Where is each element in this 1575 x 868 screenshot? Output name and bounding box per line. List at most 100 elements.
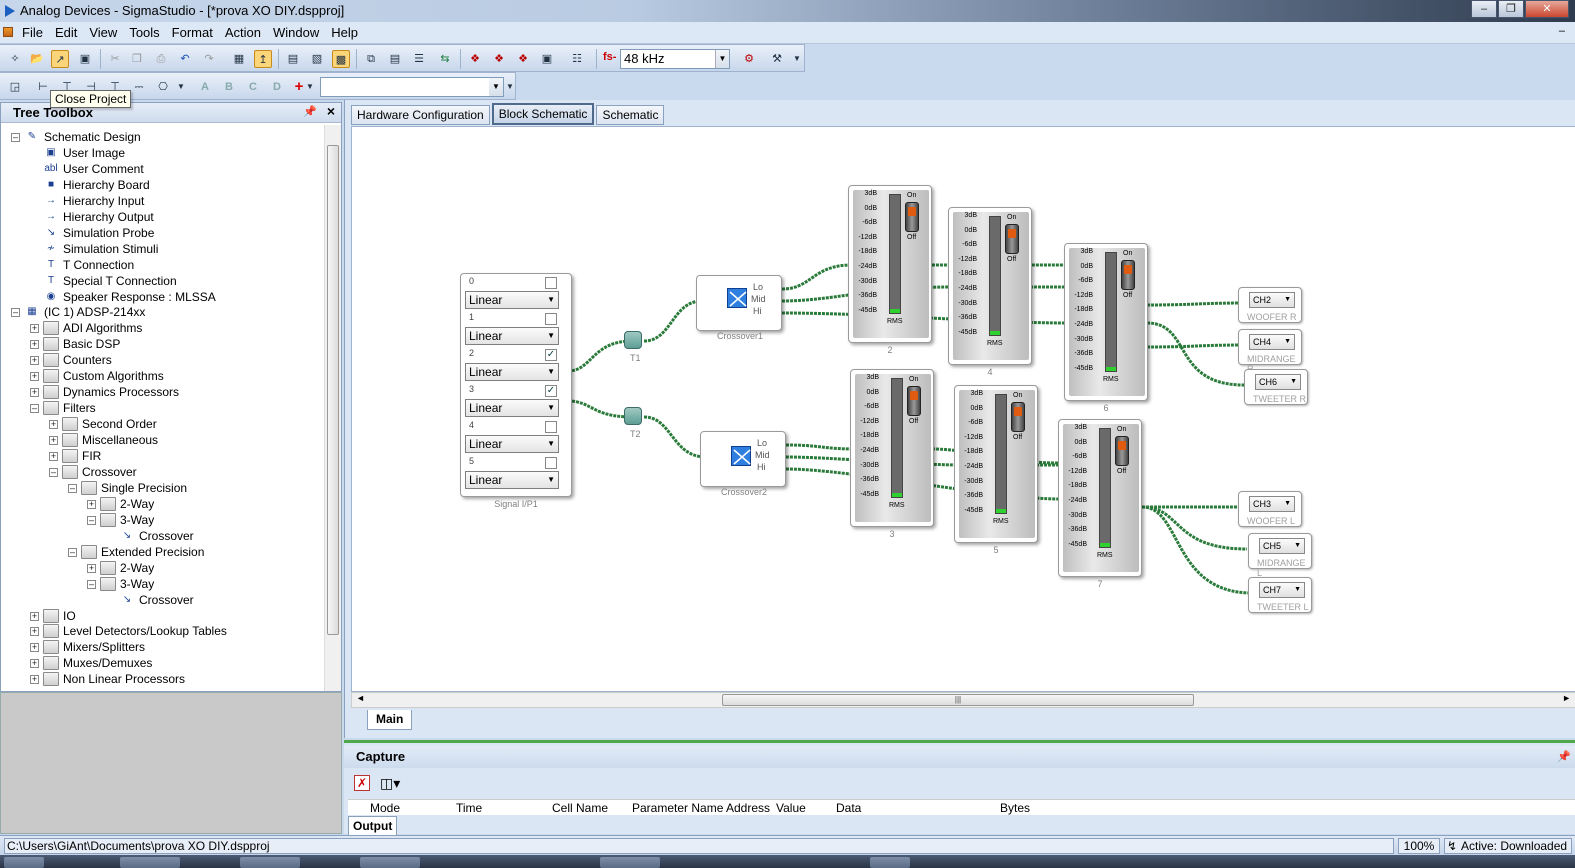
align-left-icon[interactable]: ⊢ (38, 81, 48, 93)
open-project-icon[interactable]: 📂 (30, 53, 44, 65)
taskbar-item[interactable] (870, 857, 910, 868)
channel-mode-select[interactable]: Linear▼ (465, 399, 559, 417)
meter-toggle-switch[interactable] (907, 386, 921, 416)
expand-icon[interactable]: + (30, 674, 39, 685)
canvas-horizontal-scrollbar[interactable]: ◄ ||| ► (351, 692, 1575, 708)
collapse-icon[interactable]: – (87, 514, 96, 525)
scroll-right-icon[interactable]: ► (1562, 693, 1571, 703)
save-icon[interactable]: ▣ (79, 53, 91, 65)
toolbar-options-icon[interactable]: ▼ (793, 54, 801, 63)
channel-checkbox[interactable] (545, 421, 557, 433)
menu-format[interactable]: Format (171, 25, 213, 40)
save-download-icon[interactable]: ▣ (541, 53, 553, 65)
t-connection-node[interactable] (624, 407, 642, 425)
view-capture-icon[interactable]: ▩ (332, 50, 350, 68)
collapse-icon[interactable]: – (68, 482, 77, 493)
expand-icon[interactable]: + (49, 451, 58, 461)
paste-icon[interactable]: ⎙ (156, 53, 166, 65)
taskbar-item[interactable] (360, 857, 420, 868)
output-channel-select[interactable]: CH4▼ (1249, 334, 1295, 350)
channel-mode-select[interactable]: Linear▼ (465, 471, 559, 489)
meter-toggle-switch[interactable] (1005, 224, 1019, 254)
taskbar-item[interactable] (600, 857, 660, 868)
redo-icon[interactable]: ↷ (204, 53, 214, 65)
letter-d-button[interactable]: D (273, 81, 281, 93)
menu-edit[interactable]: Edit (54, 25, 78, 40)
maximize-button[interactable]: ❐ (1498, 0, 1524, 18)
undo-icon[interactable]: ↶ (180, 53, 190, 65)
hierarchy-icon[interactable]: ◲ (9, 81, 21, 93)
expand-icon[interactable]: + (30, 323, 39, 334)
view-output-icon[interactable]: ▧ (311, 53, 323, 65)
output-block[interactable]: CH5▼MIDRANGE L (1248, 533, 1312, 578)
collapse-icon[interactable]: – (11, 307, 20, 318)
channel-mode-select[interactable]: Linear▼ (465, 435, 559, 453)
tab-hardware-configuration[interactable]: Hardware Configuration (351, 105, 490, 125)
menu-window[interactable]: Window (272, 25, 320, 40)
flow-icon[interactable]: ⇆ (440, 53, 450, 65)
channel-checkbox[interactable] (545, 457, 557, 469)
mdi-minimize-icon[interactable]: – (1558, 25, 1565, 37)
crossover-block[interactable]: Lo Mid Hi (700, 431, 786, 487)
expand-icon[interactable]: + (30, 658, 39, 669)
close-project-icon[interactable]: ↗ (51, 50, 69, 68)
columns-icon[interactable]: ◫▾ (380, 775, 401, 791)
expand-icon[interactable]: + (30, 371, 39, 382)
collapse-icon[interactable]: – (87, 578, 96, 589)
close-window-button[interactable]: ✕ (1525, 0, 1569, 18)
expand-icon[interactable]: + (49, 435, 58, 446)
channel-mode-select[interactable]: Linear▼ (465, 363, 559, 381)
tile-vertical-icon[interactable]: ☰ (414, 53, 424, 65)
scroll-left-icon[interactable]: ◄ (356, 693, 365, 703)
clear-capture-icon[interactable]: ✗ (354, 775, 370, 791)
view-tree-icon[interactable]: ▤ (287, 53, 299, 65)
output-channel-select[interactable]: CH6▼ (1255, 374, 1301, 390)
toolbar2-options-icon[interactable]: ▼ (177, 82, 185, 91)
expand-icon[interactable]: + (87, 562, 96, 573)
tab-main[interactable]: Main (367, 710, 413, 730)
expand-icon[interactable]: + (49, 419, 58, 430)
menu-file[interactable]: File (22, 25, 43, 40)
align-right-icon[interactable]: ⊣ (86, 81, 96, 93)
meter-toggle-switch[interactable] (1011, 402, 1025, 432)
collapse-icon[interactable]: – (68, 546, 77, 557)
collapse-icon[interactable]: – (11, 132, 20, 142)
channel-checkbox[interactable]: ✓ (545, 385, 557, 397)
crossover-block[interactable]: Lo Mid Hi (696, 275, 782, 331)
toolbar2-end-options-icon[interactable]: ▼ (506, 82, 514, 91)
link-icon[interactable]: ❖ (470, 53, 480, 65)
capture-column-header[interactable]: Value (776, 801, 806, 815)
align-bottom-icon[interactable]: ⎔ (158, 81, 168, 93)
capture-column-header[interactable]: Cell Name (552, 801, 609, 815)
output-block[interactable]: CH3▼WOOFER L (1238, 491, 1302, 527)
align-top-icon[interactable]: ⊤ (110, 81, 120, 93)
menu-action[interactable]: Action (224, 25, 261, 40)
output-channel-select[interactable]: CH5▼ (1259, 538, 1305, 554)
tile-horizontal-icon[interactable]: ▤ (389, 53, 401, 65)
tab-schematic[interactable]: Schematic (596, 105, 665, 125)
align-center-icon[interactable]: ⊤ (62, 81, 72, 93)
element-combo[interactable]: ▼ (320, 77, 504, 97)
pin-icon[interactable]: 📌 (303, 106, 317, 118)
pointer-tool-icon[interactable]: ↥ (254, 50, 272, 68)
letter-b-button[interactable]: B (225, 81, 233, 93)
horizontal-scroll-thumb[interactable]: ||| (722, 694, 1194, 706)
align-middle-icon[interactable]: ⎓ (134, 81, 144, 93)
capture-column-header[interactable]: Mode (370, 801, 401, 815)
channel-mode-select[interactable]: Linear▼ (465, 291, 559, 309)
cut-icon[interactable]: ✂ (110, 53, 120, 65)
tree-scrollbar[interactable] (324, 125, 341, 691)
compile-icon[interactable]: ❖ (494, 53, 504, 65)
link-compile-icon[interactable]: ▦ (233, 53, 245, 65)
arrange-icon[interactable]: ⧉ (367, 53, 375, 65)
close-panel-icon[interactable]: × (326, 103, 335, 119)
output-block[interactable]: CH6▼TWEETER R (1244, 369, 1308, 405)
new-project-icon[interactable]: ✧ (10, 53, 20, 65)
collapse-icon[interactable]: – (49, 466, 58, 477)
